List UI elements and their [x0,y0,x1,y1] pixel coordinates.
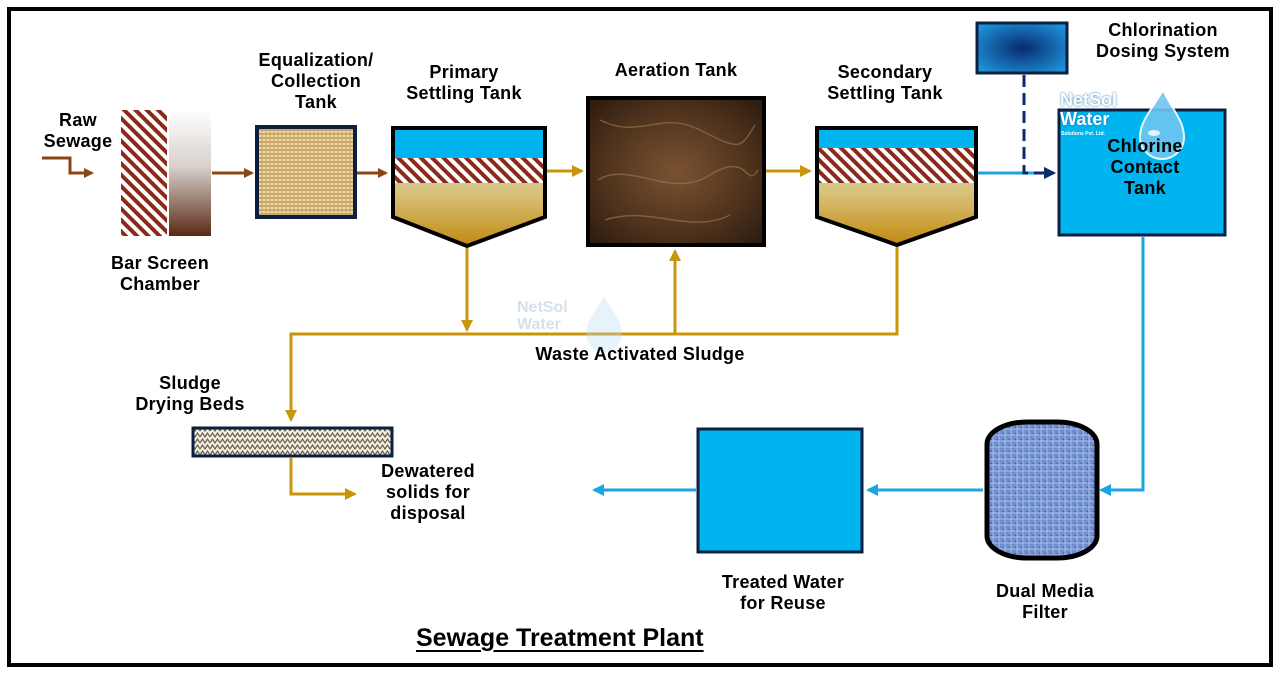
droplet-logo-icon [1138,87,1186,160]
flow-line-chlorine-to-filter [1099,237,1145,496]
sludge-drying-beds [191,426,394,458]
secondary-settling-tank [815,126,978,248]
sludge-lines [285,247,899,422]
label-equalization-tank: Equalization/ Collection Tank [258,50,374,112]
aeration-texture [597,119,759,223]
label-treated-water: Treated Water for Reuse [721,572,845,613]
label-dewatered-solids: Dewatered solids for disposal [381,461,475,523]
label-sludge-drying-beds: Sludge Drying Beds [135,373,245,414]
diagram-border [7,7,1273,667]
label-primary-settling-tank: Primary Settling Tank [406,62,522,103]
label-dual-media-filter: Dual Media Filter [995,581,1095,622]
label-raw-sewage: Raw Sewage [43,110,113,151]
watermark-droplet-icon [586,296,622,352]
netsol-logo-tagline: Solutions Pvt. Ltd. [1061,131,1105,137]
equalization-tank [255,125,357,219]
label-aeration-tank: Aeration Tank [614,60,738,80]
label-bar-screen-chamber: Bar Screen Chamber [110,253,210,294]
raw-sewage-arrow [42,156,94,178]
label-chlorine-contact-tank: Chlorine Contact Tank [1107,136,1183,198]
treated-water-tank [696,427,864,554]
diagram-title: Sewage Treatment Plant [416,624,704,652]
flow-arrow-dewatered-solids [289,458,357,500]
netsol-logo-text: NetSol Water [1060,90,1118,129]
netsol-watermark-text: NetSol Water [517,299,568,333]
primary-settling-tank [391,126,547,249]
chlorine-dosing-line [1022,75,1056,179]
label-secondary-settling-tank: Secondary Settling Tank [827,62,943,103]
dual-media-filter [984,419,1100,561]
chlorination-dosing-unit [975,21,1069,75]
bar-screen-chamber [121,110,211,236]
label-chlorination-dosing: Chlorination Dosing System [1096,20,1230,61]
aeration-tank [586,96,766,247]
label-waste-activated-sludge: Waste Activated Sludge [535,344,745,364]
